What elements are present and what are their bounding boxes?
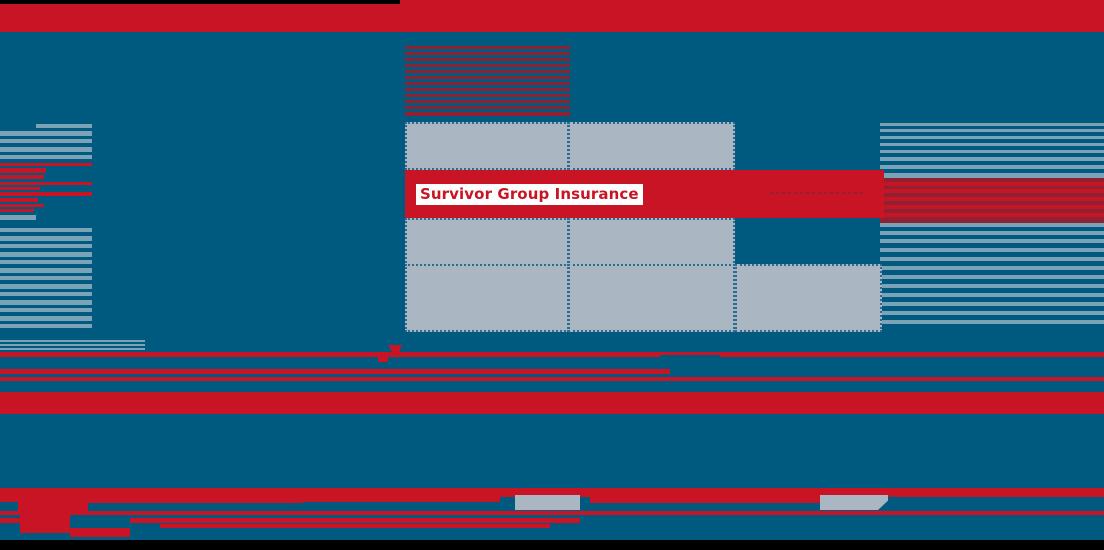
bottom-smear-a	[0, 497, 30, 502]
insurance-label: Survivor Group Insurance	[416, 184, 643, 205]
left-mid-corrupted-block	[0, 50, 36, 130]
top-rule-right	[400, 0, 1104, 4]
footer-band	[0, 392, 1104, 414]
right-corrupted-text-block-mid	[880, 178, 1104, 223]
bottom-black-base	[0, 540, 1104, 550]
bottom-smear-g	[20, 515, 70, 533]
bottom-chip-left[interactable]	[515, 495, 580, 510]
header-band	[0, 4, 1104, 32]
bottom-smear-j	[160, 524, 550, 528]
table-cell-r3c3[interactable]	[735, 264, 882, 332]
table-cell-r3c2[interactable]	[568, 264, 735, 332]
sidebar-corrupted-text-block	[0, 124, 150, 228]
sidebar-corrupted-text-block-lower	[0, 228, 150, 340]
mid-band-spike-right	[378, 352, 388, 362]
header-band-left-edge	[0, 0, 400, 4]
table-cell-r3c1[interactable]	[405, 264, 569, 332]
table-cell-r1c2[interactable]	[568, 122, 735, 170]
mid-band-right-stripes	[660, 355, 720, 385]
bottom-smear-b	[18, 493, 88, 515]
table-cell-r2c1[interactable]	[405, 218, 569, 266]
bottom-smear-h	[70, 528, 130, 537]
grid-top-corrupted-ribbon	[405, 36, 570, 122]
bottom-smear-d	[300, 493, 500, 502]
row2-ghost-dotted-rule	[770, 192, 865, 194]
right-corrupted-text-block-lower	[880, 223, 1104, 343]
bottom-smear-c	[88, 497, 303, 503]
bottom-smear-i	[130, 518, 580, 523]
footer-gap	[0, 414, 1104, 488]
table-cell-r2c2[interactable]	[568, 218, 735, 266]
insurance-label-text: Survivor Group Insurance	[416, 184, 643, 205]
bottom-row-band-1	[0, 488, 1104, 497]
bottom-chip-right[interactable]	[820, 495, 888, 510]
bottom-smear-e	[590, 497, 830, 503]
bottom-row-band-2	[0, 511, 1104, 515]
table-cell-r1c1[interactable]	[405, 122, 569, 170]
row2-corruption-band-right	[735, 170, 882, 218]
right-corrupted-text-block-upper	[880, 120, 1104, 178]
